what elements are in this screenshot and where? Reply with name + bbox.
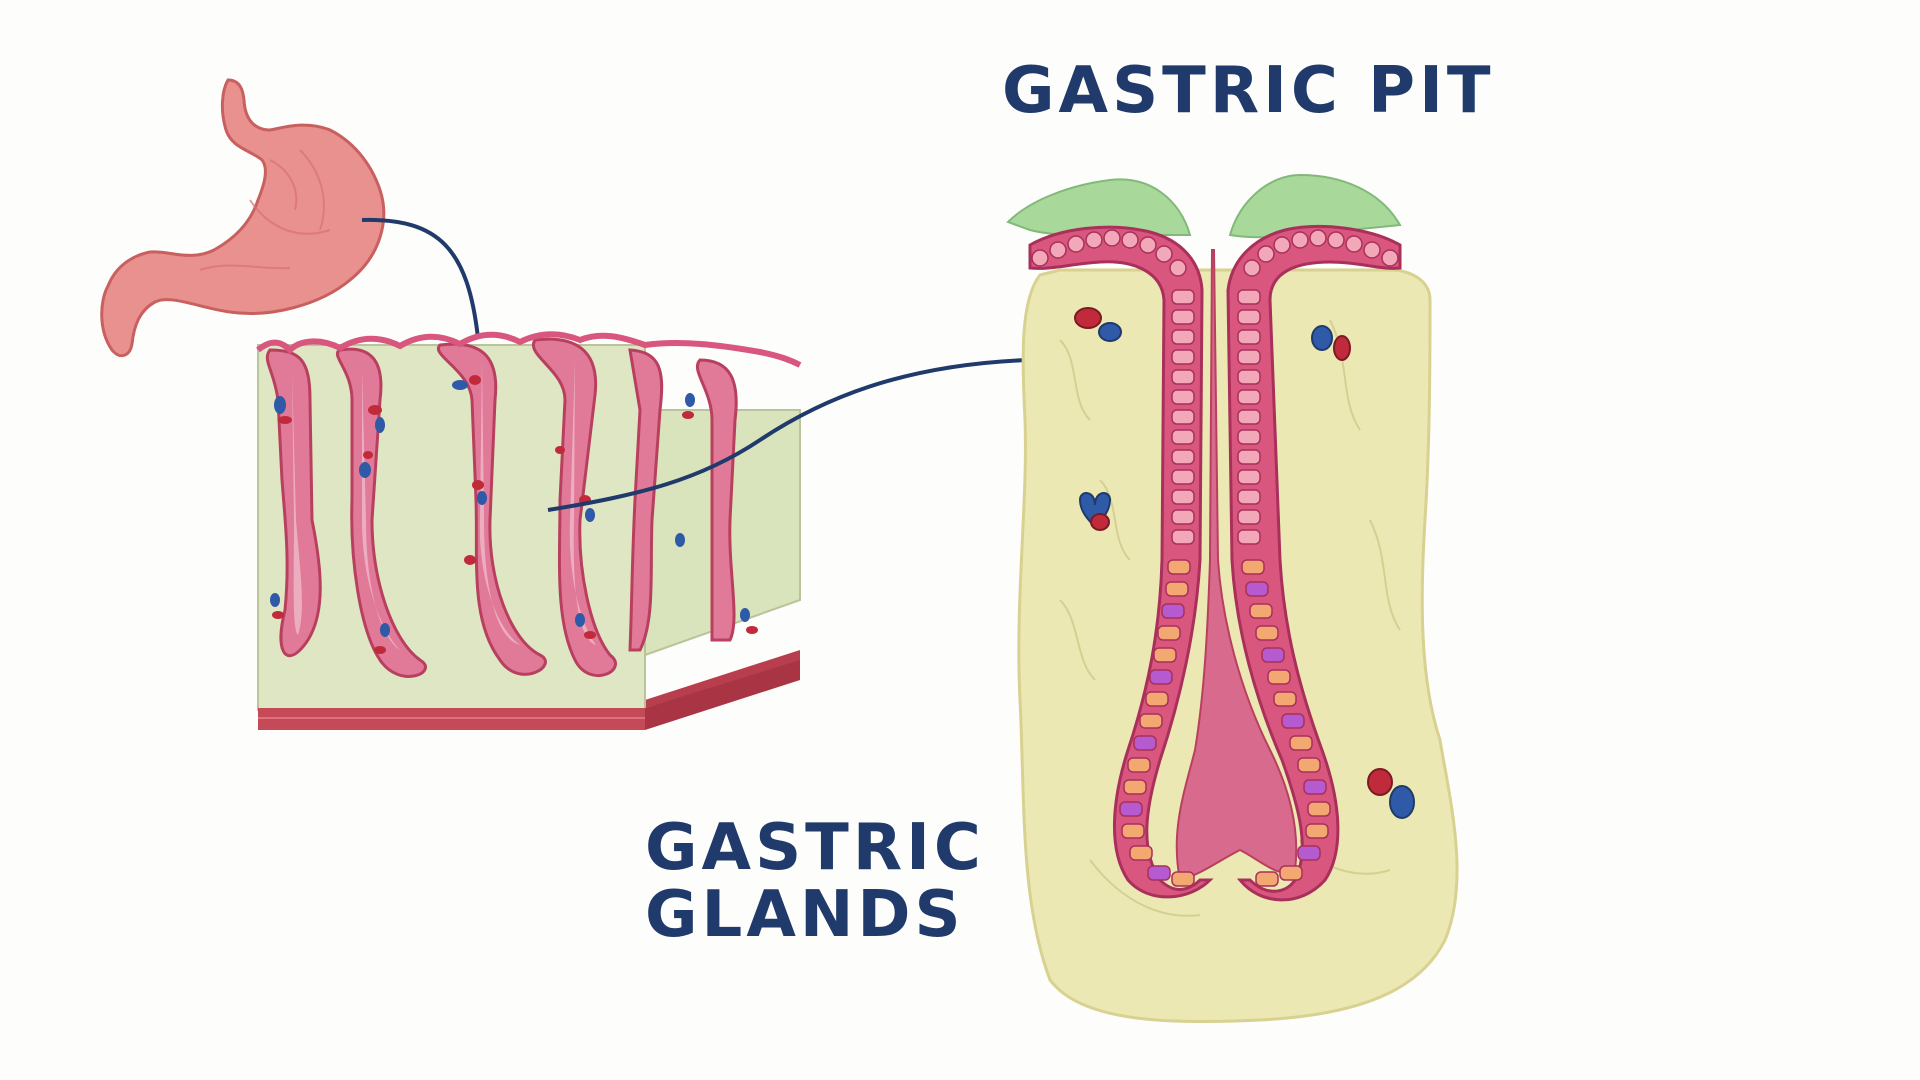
gland-secretory-cells (1119, 559, 1331, 887)
gastric-pit-label: GASTRIC PIT (1002, 54, 1495, 128)
surface-mucous-cells (1031, 229, 1399, 277)
stomach-leader-line (361, 217, 480, 339)
gland-leader-line (547, 358, 1029, 512)
epithelium-left-wall (1028, 225, 1214, 899)
mucosa-tissue-block (256, 331, 802, 730)
epithelium-right-wall (1226, 225, 1402, 902)
enlarged-gastric-pit-gland (1006, 173, 1459, 1024)
lamina-blood-cells (1074, 307, 1415, 819)
gastric-glands-label-line2: GLANDS (645, 878, 965, 953)
gastric-glands-label: GASTRIC GLANDS (645, 811, 985, 953)
gland-lumen (1175, 249, 1298, 882)
pit-lining-cells (1171, 289, 1261, 545)
gastric-glands-label-line1: GASTRIC (645, 811, 985, 885)
stomach-illustration (100, 78, 386, 358)
tissue-block-cells (270, 375, 758, 654)
